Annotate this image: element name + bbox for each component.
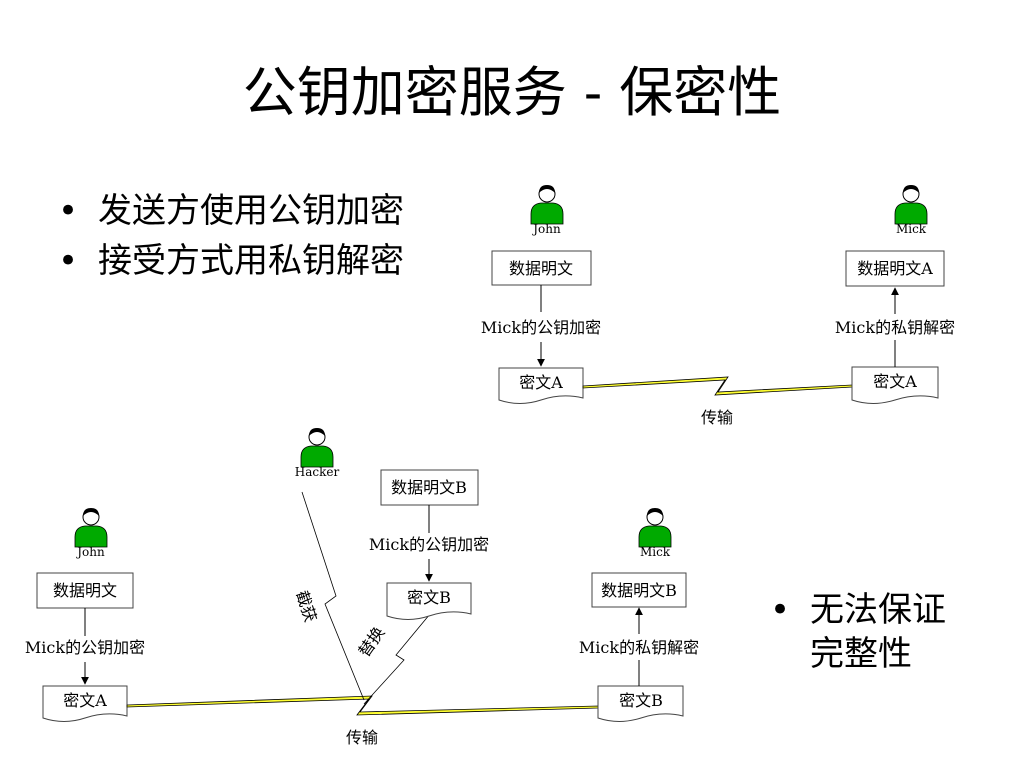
bullet-item: • 接受方式用私钥解密 bbox=[58, 236, 404, 286]
bullet-text: 接受方式用私钥解密 bbox=[98, 241, 404, 281]
person-label: John bbox=[531, 222, 561, 236]
ciphertext-document bbox=[42, 685, 128, 722]
john-person-icon bbox=[74, 507, 108, 548]
encrypt-label: Mick的公钥加密 bbox=[369, 535, 489, 554]
replace-line bbox=[363, 613, 431, 705]
plaintext-box bbox=[491, 250, 592, 286]
plaintext-label: 数据明文B bbox=[391, 478, 467, 497]
slide-title: 公钥加密服务 - 保密性 bbox=[242, 61, 782, 124]
bullet-integrity-note: • 无法保证 完整性 bbox=[770, 588, 946, 676]
intercept-label: 截获 bbox=[292, 588, 320, 624]
plaintext-label: 数据明文 bbox=[509, 259, 573, 278]
mick-person-icon bbox=[638, 507, 672, 548]
person-label: Mick bbox=[896, 222, 927, 236]
plaintext-label: 数据明文A bbox=[857, 259, 933, 278]
bullet-text: 完整性 bbox=[810, 634, 912, 674]
plaintext-box bbox=[591, 572, 687, 608]
ciphertext-label: 密文A bbox=[873, 372, 917, 391]
person-label: Mick bbox=[640, 545, 671, 559]
plaintext-box bbox=[845, 250, 945, 287]
person-label: Hacker bbox=[295, 465, 340, 479]
ciphertext-document bbox=[851, 366, 939, 404]
decrypt-label: Mick的私钥解密 bbox=[835, 318, 955, 337]
bullet-dot: • bbox=[770, 590, 791, 630]
plaintext-box bbox=[380, 469, 479, 506]
plaintext-label: 数据明文 bbox=[53, 581, 117, 600]
ciphertext-document bbox=[498, 367, 584, 404]
decrypt-label: Mick的私钥解密 bbox=[579, 638, 699, 657]
ciphertext-label: 密文B bbox=[619, 691, 663, 710]
bullet-dot: • bbox=[58, 191, 79, 231]
ciphertext-document bbox=[386, 582, 472, 620]
john-person-icon bbox=[530, 184, 564, 225]
transmission-lightning-icon bbox=[582, 376, 853, 396]
ciphertext-document bbox=[597, 685, 684, 722]
bullet-item: • 发送方使用公钥加密 bbox=[58, 186, 404, 236]
encrypt-label: Mick的公钥加密 bbox=[25, 638, 145, 657]
transfer-label: 传输 bbox=[701, 408, 733, 427]
ciphertext-label: 密文A bbox=[63, 691, 107, 710]
transfer-label: 传输 bbox=[346, 728, 378, 747]
replace-label: 替换 bbox=[355, 623, 389, 660]
mick-person-icon bbox=[894, 184, 928, 225]
bullet-text: 无法保证 bbox=[810, 590, 946, 630]
bullet-dot: • bbox=[58, 241, 79, 281]
bullet-list: • 发送方使用公钥加密 • 接受方式用私钥解密 bbox=[58, 186, 404, 286]
plaintext-box bbox=[36, 572, 134, 609]
ciphertext-label: 密文B bbox=[407, 588, 451, 607]
transmission-lightning-icon bbox=[126, 695, 599, 716]
bottom-diagram: Hacker John Mick 数据明文 Mick的公钥加密 密文A 传输 截… bbox=[25, 427, 699, 747]
ciphertext-label: 密文A bbox=[519, 373, 563, 392]
person-label: John bbox=[75, 545, 105, 559]
encrypt-label: Mick的公钥加密 bbox=[481, 318, 601, 337]
bullet-item-continued: 完整性 bbox=[770, 632, 946, 676]
bullet-text: 发送方使用公钥加密 bbox=[98, 191, 404, 231]
plaintext-label: 数据明文B bbox=[601, 581, 677, 600]
intercept-line bbox=[301, 491, 365, 701]
hacker-person-icon bbox=[300, 427, 334, 468]
top-diagram: John Mick 数据明文 Mick的公钥加密 密文A 传输 密文A Mick… bbox=[481, 184, 955, 427]
bullet-item: • 无法保证 bbox=[770, 588, 946, 632]
